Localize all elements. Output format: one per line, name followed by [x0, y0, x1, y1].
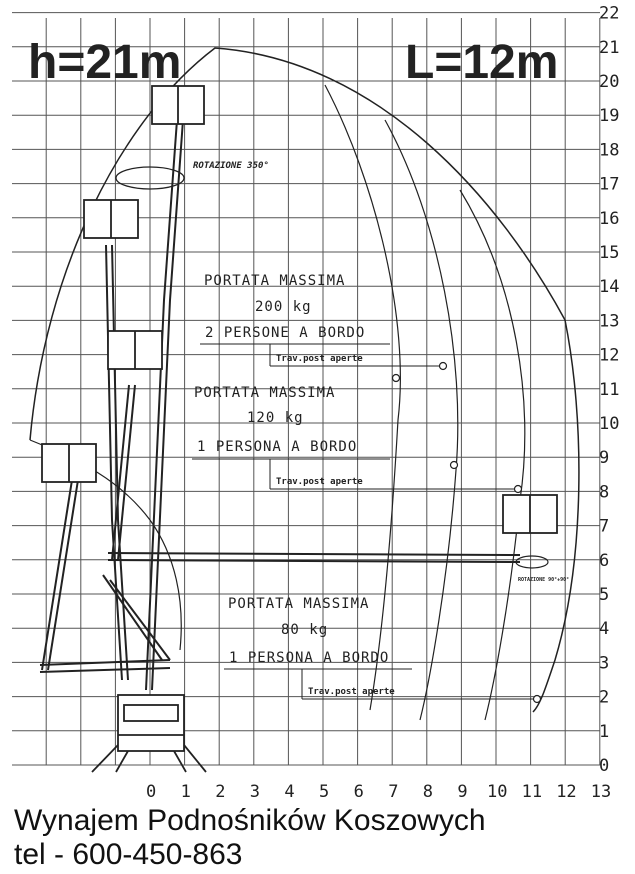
x-tick-label: 12 — [556, 782, 576, 800]
x-tick-label: 9 — [457, 782, 467, 800]
x-tick-label: 1 — [181, 782, 191, 800]
zone1-persons: 2 PERSONE A BORDO — [205, 325, 365, 341]
zone2-note: Trav.post aperte — [276, 477, 363, 487]
y-tick-label: 19 — [599, 106, 619, 126]
turret-rotation-label: ROTAZIONE 350° — [193, 161, 269, 171]
y-tick-label: 10 — [599, 414, 619, 434]
zone2-persons: 1 PERSONA A BORDO — [197, 439, 357, 455]
y-tick-label: 12 — [599, 346, 619, 366]
y-tick-label: 6 — [599, 551, 609, 571]
y-tick-label: 16 — [599, 209, 619, 229]
reach-curves — [324, 84, 526, 721]
baskets — [41, 85, 558, 534]
y-tick-label: 0 — [599, 756, 609, 776]
y-tick-label: 14 — [599, 277, 619, 297]
working-range-diagram: h=21m L=12m ROTAZIONE 350° ROTAZIONE 90°… — [12, 4, 619, 800]
x-tick-label: 7 — [388, 782, 398, 800]
y-tick-label: 2 — [599, 688, 609, 708]
y-tick-label: 17 — [599, 175, 619, 195]
basket-rotation-ellipse — [515, 555, 549, 569]
y-tick-label: 5 — [599, 585, 609, 605]
y-tick-label: 22 — [599, 4, 619, 24]
y-tick-label: 20 — [599, 72, 619, 92]
y-tick-label: 8 — [599, 482, 609, 502]
y-tick-label: 7 — [599, 517, 609, 537]
x-tick-label: 0 — [146, 782, 156, 800]
x-tick-label: 5 — [319, 782, 329, 800]
x-tick-label: 2 — [215, 782, 225, 800]
x-tick-label: 13 — [591, 782, 611, 800]
truck — [91, 694, 207, 773]
x-tick-label: 10 — [487, 782, 507, 800]
y-tick-label: 1 — [599, 722, 609, 742]
phone-number: tel - 600-450-863 — [14, 838, 243, 871]
y-tick-label: 21 — [599, 38, 619, 58]
company-name: Wynajem Podnośników Koszowych — [14, 804, 486, 837]
zone2-title: PORTATA MASSIMA — [194, 385, 335, 401]
zone3-title: PORTATA MASSIMA — [228, 596, 369, 612]
y-tick-label: 11 — [599, 380, 619, 400]
zone1-note: Trav.post aperte — [276, 354, 363, 364]
x-tick-label: 3 — [250, 782, 260, 800]
basket-rotation-label: ROTAZIONE 90°+90° — [518, 577, 569, 583]
y-tick-label: 4 — [599, 619, 609, 639]
zone1-title: PORTATA MASSIMA — [204, 273, 345, 289]
zone1-capacity: 200 kg — [255, 299, 312, 315]
zone2-capacity: 120 kg — [247, 410, 304, 426]
max-height-label: h=21m — [28, 36, 181, 89]
zone3-persons: 1 PERSONA A BORDO — [229, 650, 389, 666]
working-envelope — [29, 47, 580, 713]
zone3-note: Trav.post aperte — [308, 687, 395, 697]
x-tick-label: 11 — [522, 782, 542, 800]
x-tick-label: 6 — [354, 782, 364, 800]
zone3-capacity: 80 kg — [281, 622, 328, 638]
y-tick-label: 3 — [599, 653, 609, 673]
max-outreach-label: L=12m — [405, 36, 558, 89]
x-tick-label: 8 — [423, 782, 433, 800]
y-tick-label: 13 — [599, 311, 619, 331]
y-tick-label: 15 — [599, 243, 619, 263]
reach-points — [391, 361, 542, 704]
y-tick-label: 9 — [599, 448, 609, 468]
x-tick-label: 4 — [284, 782, 294, 800]
y-tick-label: 18 — [599, 140, 619, 160]
turret-rotation-ellipse — [115, 166, 185, 190]
